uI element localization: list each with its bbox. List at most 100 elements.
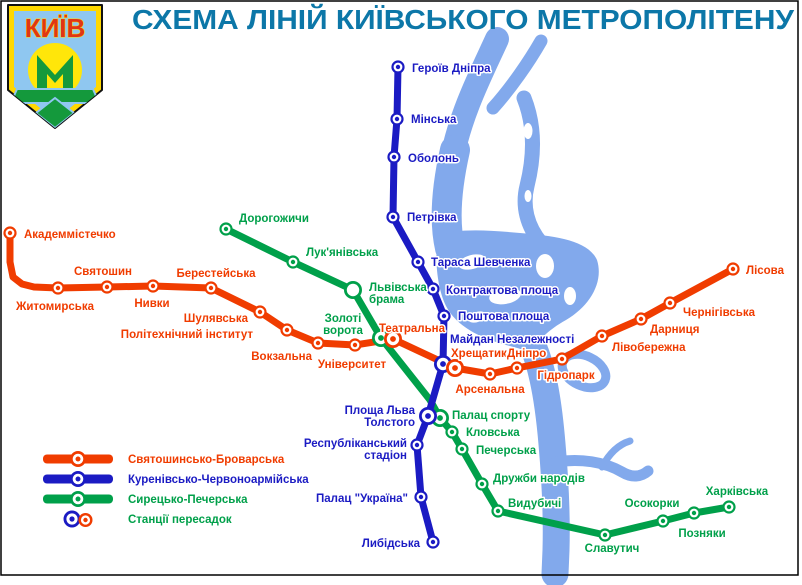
- station-zhytomyrska: [51, 281, 65, 295]
- station-label-universytet: Університет: [318, 359, 387, 371]
- station-label-petrivka: Петрівка: [407, 212, 457, 224]
- station-label-klovska: Кловська: [466, 427, 520, 439]
- station-politekhnichnyi-instytut: [280, 323, 294, 337]
- legend-item-interchange: Станції пересадок: [63, 510, 232, 528]
- station-label-tarasa-shevchenka: Тараса Шевченка: [431, 257, 531, 269]
- legend-item-green-line: Сирецько-Печерська: [43, 491, 248, 507]
- station-label-kontraktova-ploshcha: Контрактова площа: [446, 285, 559, 297]
- legend-label: Сирецько-Печерська: [128, 494, 248, 506]
- station-labels-layer: ДорогожичиЛук'янівськаЛьвівськабрамаЗоло…: [13, 62, 786, 557]
- station-label-livoberezhna: Лівобережна: [612, 342, 686, 354]
- station-slavutych: [598, 528, 612, 542]
- station-label-lvivska-brama: Львівська: [369, 282, 427, 294]
- station-lvivska-brama: [344, 281, 362, 299]
- station-label-shuliavska: Шулявська: [184, 313, 249, 325]
- station-sviatoshyn: [100, 280, 114, 294]
- station-label-dorohozhychy: Дорогожичи: [239, 213, 309, 225]
- line-svyatoshynsko-brovarska: [6, 229, 737, 378]
- station-label-teatralna: Театральна: [379, 323, 446, 335]
- line-syretsko-pecherska: [222, 225, 733, 539]
- station-label-khreshchatyk: Хрещатик: [451, 348, 507, 360]
- station-label-palats-sportu: Палац спорту: [452, 410, 531, 422]
- station-arsenalna: [483, 367, 497, 381]
- station-darnytsia: [634, 312, 648, 326]
- station-label-heroiv-dnipra: Героїв Дніпра: [412, 63, 491, 75]
- map-title: СХЕМА ЛІНІЙ КИЇВСЬКОГО МЕТРОПОЛІТЕНУ: [132, 3, 795, 35]
- station-druzhby-narodiv: [475, 477, 489, 491]
- station-label-politekhnichnyi-instytut: Політехнічний інститут: [121, 329, 254, 341]
- station-label-sviatoshyn: Святошин: [74, 266, 132, 278]
- stations-layer: [3, 60, 740, 549]
- station-label-zoloti-vorota: Золоті: [325, 313, 362, 325]
- legend: Святошинсько-БроварськаКуренівсько-Черво…: [43, 451, 309, 528]
- station-label-respublikanskyi-stadion: Республіканський: [304, 438, 407, 450]
- station-pecherska: [455, 442, 469, 456]
- logo-metro-m-icon: [37, 55, 73, 89]
- station-dorohozhychy: [219, 222, 233, 236]
- station-chernihivska: [663, 296, 677, 310]
- station-shuliavska: [253, 305, 267, 319]
- station-label-ploshcha-lva-tolstoho: Толстого: [364, 417, 415, 429]
- station-label-druzhby-narodiv: Дружби народів: [493, 473, 585, 485]
- legend-item-red-line: Святошинсько-Броварська: [43, 451, 285, 467]
- station-label-beresteiska: Берестейська: [176, 268, 256, 280]
- station-poshtova-ploshcha: [437, 309, 451, 323]
- legend-label: Святошинсько-Броварська: [128, 454, 285, 466]
- legend-label: Куренівсько-Червоноармійська: [128, 474, 309, 486]
- station-hidropark: [555, 352, 569, 366]
- dnipro-river: [431, 27, 654, 585]
- station-label-pozniaky: Позняки: [678, 528, 725, 540]
- station-tarasa-shevchenka: [411, 255, 425, 269]
- station-ploshcha-lva-tolstoho: [419, 407, 437, 425]
- station-kharkivska: [722, 500, 736, 514]
- station-label-akademmistechko: Академмістечко: [24, 229, 116, 241]
- station-label-lisova: Лісова: [746, 265, 785, 277]
- station-label-minska: Мінська: [411, 114, 457, 126]
- station-beresteiska: [204, 281, 218, 295]
- station-heroiv-dnipra: [391, 60, 405, 74]
- station-obolon: [387, 150, 401, 164]
- station-label-zoloti-vorota: ворота: [323, 325, 363, 337]
- station-vokzalna: [311, 336, 325, 350]
- legend-label: Станції пересадок: [128, 514, 232, 526]
- station-respublikanskyi-stadion: [410, 438, 424, 452]
- station-label-vokzalna: Вокзальна: [251, 351, 312, 363]
- station-lybidska: [426, 535, 440, 549]
- kyiv-metro-logo: КИЇВ: [7, 4, 103, 129]
- station-label-zhytomyrska: Житомирська: [15, 301, 95, 313]
- station-lisova: [726, 262, 740, 276]
- station-label-maidan-nezalezhnosti: Майдан Незалежності: [450, 334, 574, 346]
- station-label-vydubychi: Видубичі: [508, 498, 561, 510]
- station-label-lybidska: Либідська: [362, 538, 421, 550]
- station-label-lvivska-brama: брама: [369, 294, 405, 306]
- station-label-darnytsia: Дарниця: [650, 324, 699, 336]
- station-vydubychi: [491, 504, 505, 518]
- station-osokorky: [656, 514, 670, 528]
- station-label-arsenalna: Арсенальна: [455, 384, 525, 396]
- station-label-lukianivska: Лук'янівська: [306, 247, 379, 259]
- station-label-nyvky: Нивки: [134, 298, 169, 310]
- station-label-obolon: Оболонь: [408, 153, 459, 165]
- station-minska: [390, 112, 404, 126]
- station-label-dnipro: Дніпро: [507, 348, 546, 360]
- station-klovska: [445, 425, 459, 439]
- station-livoberezhna: [595, 329, 609, 343]
- station-label-slavutych: Славутич: [585, 543, 640, 555]
- station-teatralna: [384, 330, 402, 348]
- station-universytet: [348, 338, 362, 352]
- station-pozniaky: [687, 506, 701, 520]
- station-kontraktova-ploshcha: [426, 282, 440, 296]
- station-label-ploshcha-lva-tolstoho: Площа Льва: [345, 405, 416, 417]
- station-label-palats-ukraina: Палац "Україна": [316, 493, 408, 505]
- station-petrivka: [386, 210, 400, 224]
- station-label-chernihivska: Чернігівська: [683, 307, 756, 319]
- station-label-hidropark: Гідропарк: [537, 370, 594, 382]
- station-dnipro: [510, 361, 524, 375]
- station-nyvky: [146, 279, 160, 293]
- station-lukianivska: [286, 255, 300, 269]
- station-label-kharkivska: Харківська: [706, 486, 769, 498]
- station-label-pecherska: Печерська: [476, 445, 537, 457]
